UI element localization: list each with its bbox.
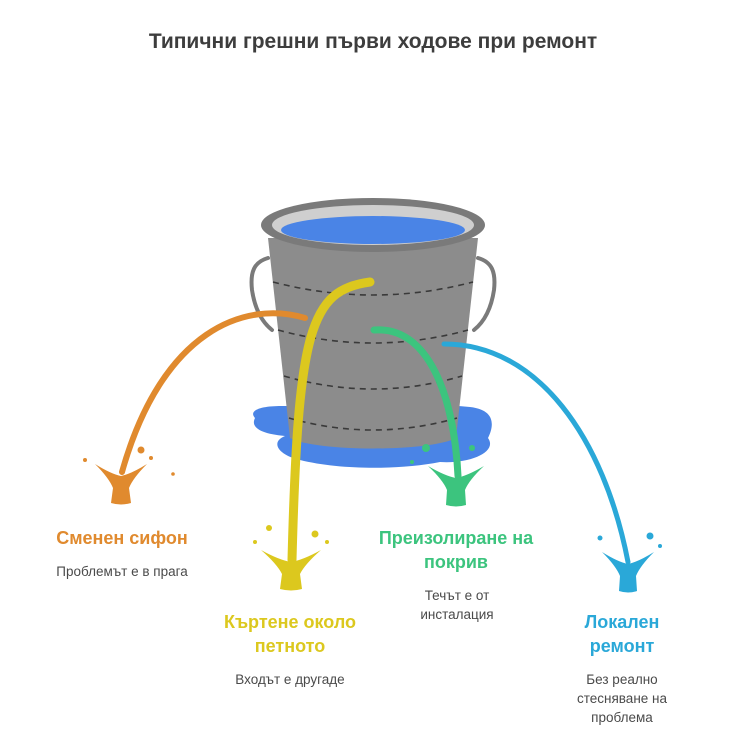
splash-blue [597, 532, 662, 593]
stream-blue [441, 341, 631, 565]
stream-yellow [287, 277, 375, 565]
desc-local-repair: Без реално стесняване на проблема [576, 672, 667, 725]
label-replaced-siphon: Сменен сифон [56, 528, 188, 548]
bucket-water-surface [281, 216, 465, 244]
splash-yellow [253, 525, 329, 591]
desc-replaced-siphon: Проблемът е в прага [56, 564, 188, 579]
stream-green [370, 326, 462, 480]
bucket-handle [249, 256, 497, 332]
page-title: Типични грешни първи ходове при ремонт [148, 30, 598, 53]
label-chipping-around-stain: Къртене около петното [223, 612, 357, 656]
splash-orange [83, 446, 175, 505]
splash-green [410, 444, 484, 507]
stream-orange [119, 310, 308, 475]
label-local-repair: Локален ремонт [584, 612, 660, 656]
desc-chipping-around-stain: Входът е другаде [235, 672, 345, 687]
label-roof-reinsulation: Преизолиране на покрив [378, 528, 534, 572]
desc-roof-reinsulation: Течът е от инсталация [420, 588, 494, 622]
